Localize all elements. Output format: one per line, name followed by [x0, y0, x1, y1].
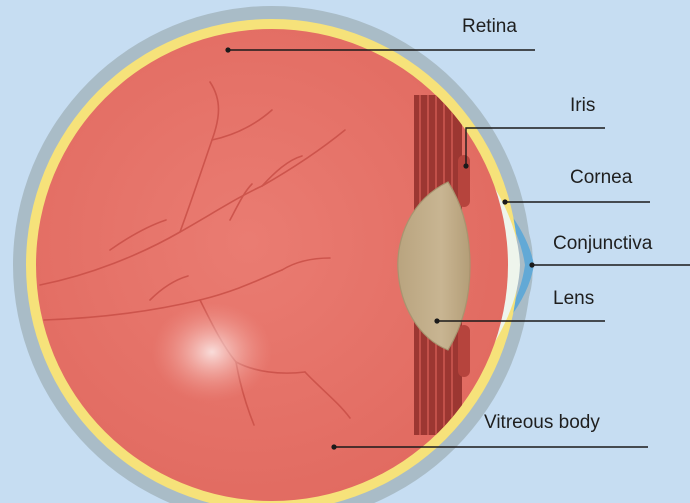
retina-label: Retina — [462, 17, 517, 36]
lens-label: Lens — [553, 289, 594, 308]
conjunctiva-label: Conjunctiva — [553, 234, 652, 253]
vitreous-body-label: Vitreous body — [484, 413, 600, 432]
iris-label: Iris — [570, 96, 595, 115]
iris-upper — [458, 155, 470, 207]
optic-glow — [152, 302, 272, 402]
iris-lower — [458, 325, 470, 377]
cornea-label: Cornea — [570, 168, 632, 187]
